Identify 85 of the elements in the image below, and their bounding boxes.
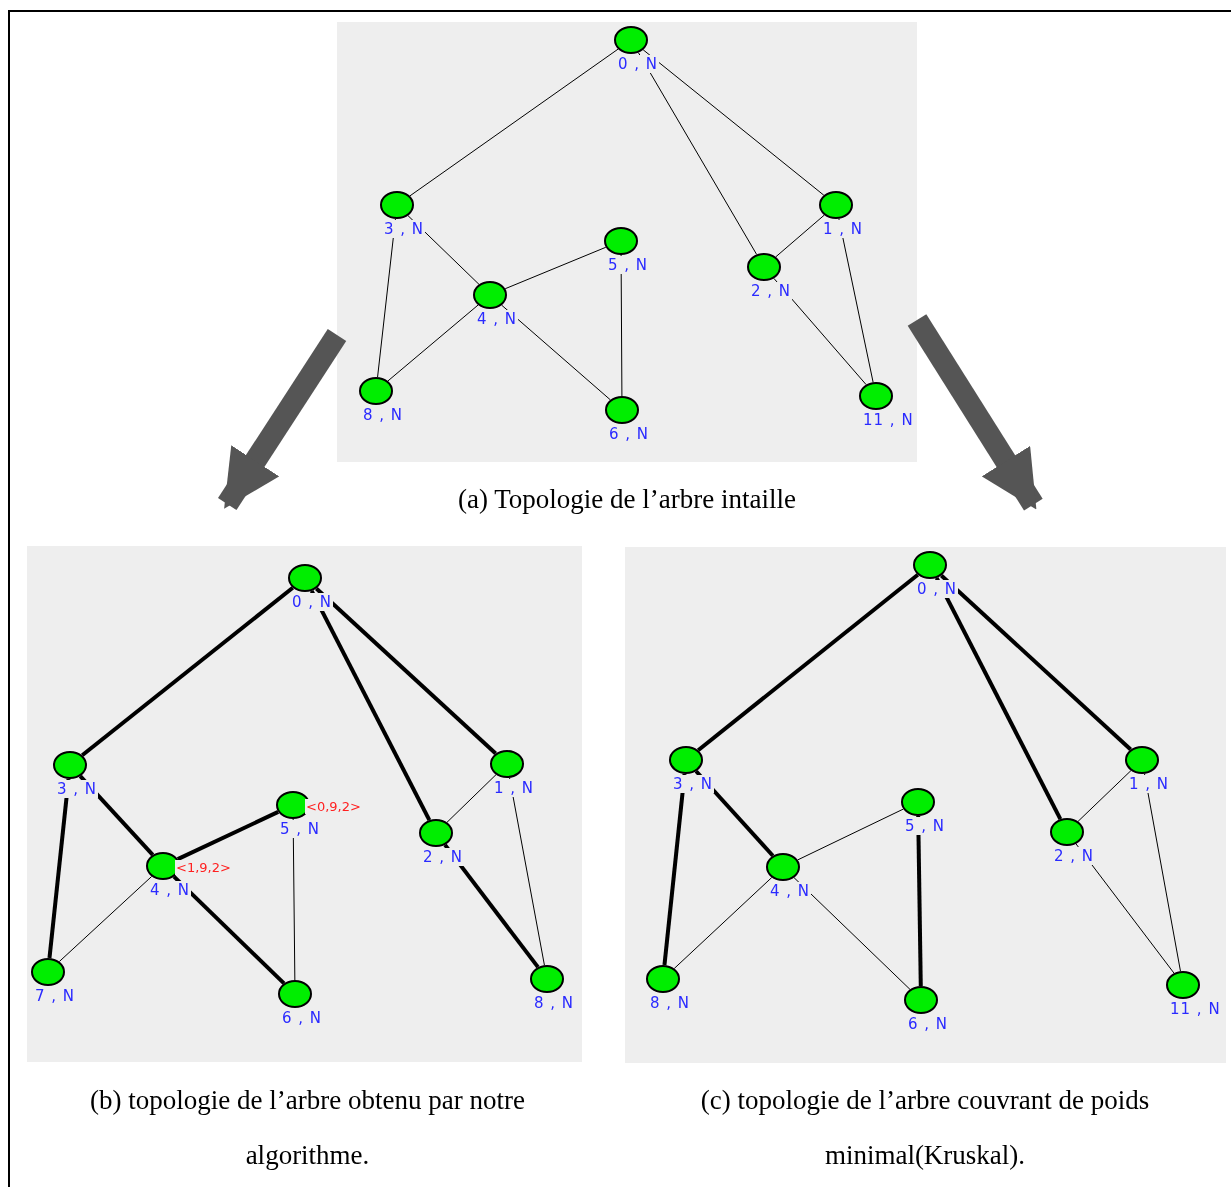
graph-edge [501,304,611,401]
vertex-label: 4 , N [149,881,192,899]
figure-caption: (a) Topologie de l’arbre intaille [457,483,797,516]
graph-edge [620,254,623,397]
graph-vertex [901,788,935,816]
vertex-label: 11 , N [862,411,915,429]
vertex-label: 3 , N [56,780,99,798]
graph-vertex [646,965,680,993]
graph-edge [504,246,607,290]
graph-edge [58,875,153,963]
graph-vertex [819,191,853,219]
graph-vertex [605,396,639,424]
graph-vertex [904,986,938,1014]
graph-edge [292,818,296,981]
graph-edge [387,304,479,382]
weight-label: <1,9,2> [175,860,232,875]
graph-edge [78,774,155,857]
figure-caption: (c) topologie de l’arbre couvrant de poids minimal(Kruskal). [699,1084,1151,1172]
graph-edge [773,277,867,386]
graph-edge [446,774,497,823]
block-arrow [907,314,1043,511]
vertex-label: 11 , N [1169,1000,1222,1018]
graph-panel [337,22,917,462]
vertex-label: 0 , N [617,55,660,73]
graph-edge [642,49,825,196]
graph-edge [309,589,432,822]
graph-edge [1144,773,1181,972]
graph-edge [377,218,396,378]
graph-panel [625,547,1226,1063]
graph-edge [940,573,1132,752]
graph-vertex [288,564,322,592]
graph-vertex [604,227,638,255]
graph-vertex [419,819,453,847]
graph-edge [314,586,498,756]
graph-panel [27,546,582,1062]
graph-edge [838,218,874,383]
vertex-label: 4 , N [769,882,812,900]
vertex-label: 2 , N [422,848,465,866]
graph-edge [509,777,545,966]
vertex-label: 4 , N [476,310,519,328]
graph-edge [696,573,920,752]
graph-edge [637,52,758,255]
graph-edge [694,769,775,858]
graph-vertex [359,377,393,405]
figure-caption: (b) topologie de l’arbre obtenu par notre algorithme. [89,1084,526,1172]
graph-vertex [669,746,703,774]
graph-vertex [913,551,947,579]
vertex-label: 3 , N [383,220,426,238]
graph-edge [673,877,773,969]
graph-vertex [614,26,648,54]
graph-vertex [473,281,507,309]
graph-vertex [1166,971,1200,999]
vertex-label: 0 , N [916,580,959,598]
graph-edge [662,773,687,966]
graph-edge [47,778,71,959]
graph-edge [793,877,911,990]
vertex-label: 2 , N [750,282,793,300]
graph-vertex [278,980,312,1008]
graph-edge [1075,843,1175,974]
graph-edge [407,215,480,285]
vertex-label: 3 , N [672,775,715,793]
graph-edge [81,586,294,757]
graph-vertex [766,853,800,881]
graph-vertex [747,253,781,281]
block-arrow [218,329,347,511]
graph-edge [176,810,280,861]
graph-vertex [490,750,524,778]
graph-vertex [380,191,414,219]
graph-vertex [1050,818,1084,846]
graph-edge [443,843,540,969]
vertex-label: 0 , N [291,593,334,611]
graph-vertex [53,751,87,779]
graph-edge [172,875,286,985]
graph-edge [916,815,923,987]
weight-label: <0,9,2> [305,799,362,814]
graph-edge [1077,770,1132,822]
graph-vertex [859,382,893,410]
graph-vertex [1125,746,1159,774]
graph-edge [775,214,825,258]
graph-vertex [530,965,564,993]
vertex-label: 2 , N [1053,847,1096,865]
graph-edge [797,808,904,861]
graph-edge [934,577,1063,820]
graph-edge [409,48,619,197]
graph-vertex [31,958,65,986]
